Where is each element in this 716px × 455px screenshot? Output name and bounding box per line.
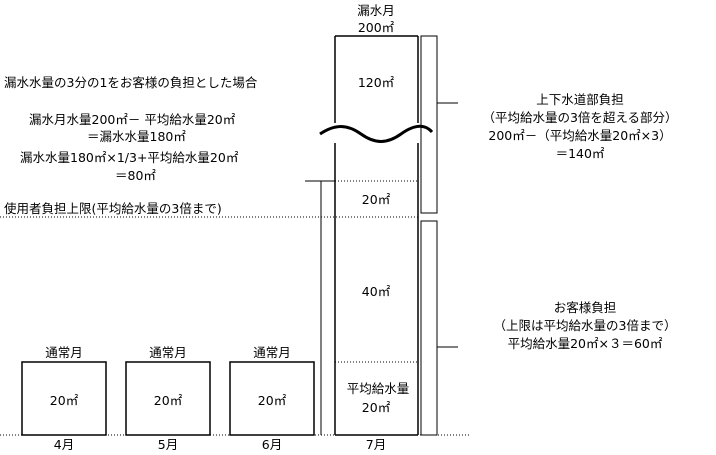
normal-month-amount: 20㎡ bbox=[258, 393, 287, 408]
leak-customer-amount: 40㎡ bbox=[362, 284, 391, 299]
leak-top-amount: 120㎡ bbox=[358, 75, 395, 90]
customer-share-title: お客様負担 bbox=[554, 300, 617, 315]
normal-month-label: 通常月 bbox=[253, 345, 291, 360]
utility-share-line: （平均給水量の3倍を超える部分） bbox=[482, 110, 677, 125]
explanation-line: ＝漏水水量180㎡ bbox=[87, 129, 186, 144]
utility-bracket bbox=[420, 35, 438, 214]
month-label: 5月 bbox=[158, 437, 178, 452]
utility-share-title: 上下水道部負担 bbox=[536, 92, 624, 107]
normal-month-box-may bbox=[125, 361, 211, 436]
explanation-line: 漏水水量180㎡×1/3+平均給水量20㎡ bbox=[20, 150, 239, 165]
month-label: 7月 bbox=[366, 437, 386, 452]
customer-bracket bbox=[420, 220, 438, 436]
normal-month-amount: 20㎡ bbox=[154, 393, 183, 408]
leak-month-title: 漏水月 bbox=[357, 3, 395, 18]
break-wave bbox=[319, 124, 434, 143]
leak-base-label: 平均給水量 bbox=[347, 381, 410, 396]
customer-share-line: 平均給水量20㎡×３＝60㎡ bbox=[508, 336, 663, 351]
normal-month-amount: 20㎡ bbox=[50, 393, 79, 408]
explanation-line: 漏水月水量200㎡－ 平均給水量20㎡ bbox=[29, 112, 236, 127]
explanation-heading: 漏水水量の3分の1をお客様の負担とした場合 bbox=[4, 75, 258, 90]
normal-month-box-april bbox=[21, 361, 107, 436]
month-label: 4月 bbox=[54, 437, 74, 452]
month-label: 6月 bbox=[262, 437, 282, 452]
break-mask bbox=[332, 123, 422, 143]
normal-month-box-june bbox=[229, 361, 315, 436]
leak-mid-amount: 20㎡ bbox=[362, 192, 391, 207]
leak-total: 200㎡ bbox=[358, 20, 395, 35]
cap-label: 使用者負担上限(平均給水量の3倍まで) bbox=[4, 201, 222, 216]
utility-share-line: ＝140㎡ bbox=[556, 146, 605, 161]
explanation-line: ＝80㎡ bbox=[115, 168, 156, 183]
normal-month-label: 通常月 bbox=[45, 345, 83, 360]
normal-month-label: 通常月 bbox=[149, 345, 187, 360]
leak-base-amount: 20㎡ bbox=[362, 400, 391, 415]
utility-share-line: 200㎡－（平均給水量20㎡×3） bbox=[488, 128, 671, 143]
customer-share-line: （上限は平均給水量の3倍まで） bbox=[494, 318, 677, 333]
